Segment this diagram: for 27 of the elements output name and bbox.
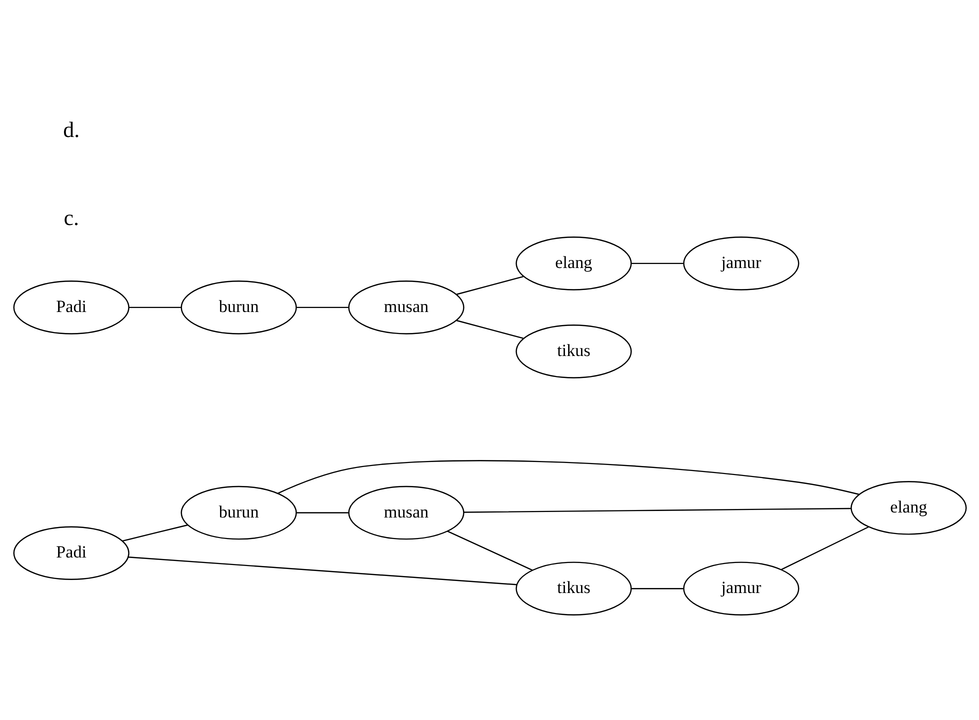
node-ellipse: jamur xyxy=(682,562,799,616)
node-ellipse: jamur xyxy=(682,236,799,290)
node-ellipse: tikus xyxy=(515,324,632,378)
connector xyxy=(456,276,523,295)
connector xyxy=(296,306,348,308)
node-ellipse: Padi xyxy=(12,280,129,334)
connector xyxy=(296,512,348,514)
connector xyxy=(446,530,532,571)
node-ellipse: elang xyxy=(850,481,966,535)
node-ellipse: burun xyxy=(180,280,296,334)
connector xyxy=(630,588,683,590)
connector xyxy=(456,320,523,339)
label: d. xyxy=(62,116,80,142)
connector xyxy=(630,262,683,264)
node-ellipse: burun xyxy=(180,486,296,540)
node-ellipse: tikus xyxy=(515,562,632,616)
connector xyxy=(128,556,516,586)
node-ellipse: Padi xyxy=(12,526,129,580)
node-ellipse: musan xyxy=(348,280,464,334)
node-ellipse: musan xyxy=(348,486,464,540)
connector xyxy=(128,306,180,308)
connector xyxy=(122,524,188,542)
connector xyxy=(463,508,850,513)
label: c. xyxy=(63,204,78,230)
node-ellipse: elang xyxy=(515,236,632,290)
connector xyxy=(276,460,859,495)
connector xyxy=(780,526,868,570)
